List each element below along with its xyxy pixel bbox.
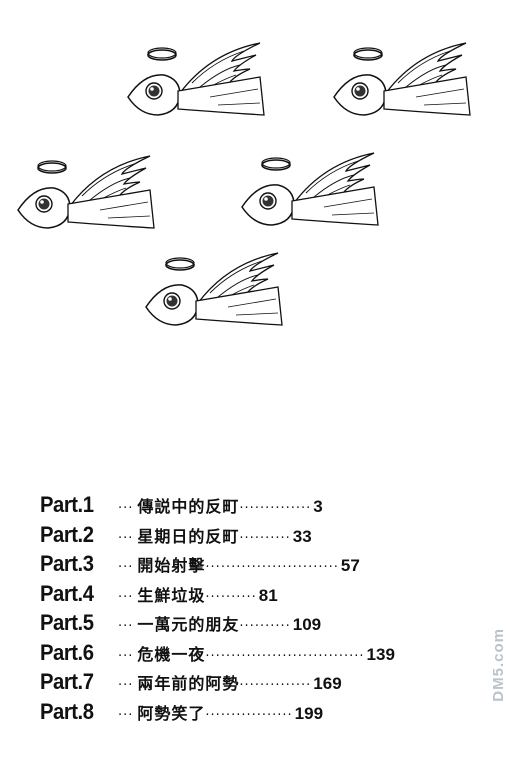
toc-chapter-title: 星期日的反町	[137, 526, 240, 546]
watermark-text: DM5.com	[490, 628, 507, 702]
watermark: DM5.com	[490, 628, 512, 748]
toc-page-number: 33	[292, 526, 312, 546]
toc-lead-dots: ···	[118, 678, 134, 693]
toc-leader-dots: ·······························	[205, 648, 365, 664]
toc-lead-dots: ···	[118, 707, 134, 723]
toc-lead-dots: ···	[118, 530, 134, 546]
toc-part-label: Part.1	[40, 492, 94, 517]
toc-lead-dots: ···	[118, 648, 134, 664]
toc-lead-dots: ···	[118, 501, 134, 516]
toc-entry: Part.1 ···傳説中的反町··············3	[40, 492, 500, 522]
toc-entry: Part.8 ···阿勢笑了·················199	[40, 699, 500, 729]
toc-entry: Part.6 ···危機一夜···························…	[40, 640, 500, 670]
toc-part-label: Part.3	[40, 551, 94, 576]
toc-entry: Part.2 ···星期日的反町··········33	[40, 522, 500, 552]
toc-page-number: 3	[313, 497, 323, 516]
toc-page-number: 81	[258, 585, 278, 605]
toc-entry: Part.4 ···生鮮垃圾··········81	[40, 581, 500, 611]
toc-leader-dots: ··············	[239, 678, 312, 693]
toc-lead-dots: ···	[118, 560, 134, 575]
toc-entry: Part.3 ···開始射擊··························5…	[40, 551, 500, 581]
toc-chapter-title: 開始射擊	[137, 556, 206, 575]
toc-leader-dots: ·················	[205, 707, 293, 723]
toc-lead-dots: ···	[118, 589, 134, 605]
toc-part-label: Part.2	[40, 521, 94, 547]
toc-page-number: 139	[366, 644, 395, 664]
toc-part-label: Part.5	[40, 610, 94, 635]
toc-chapter-title: 一萬元的朋友	[137, 615, 240, 634]
toc-leader-dots: ··············	[239, 501, 312, 516]
angel-fish-illustration	[17, 42, 471, 326]
toc-part-label: Part.7	[40, 669, 94, 694]
toc-page-number: 169	[313, 674, 342, 693]
toc-part-label: Part.8	[40, 698, 94, 724]
toc-leader-dots: ··························	[205, 560, 339, 575]
toc-part-label: Part.4	[40, 580, 94, 606]
toc-chapter-title: 危機一夜	[137, 644, 206, 664]
toc-page-number: 199	[294, 703, 324, 723]
toc-leader-dots: ··········	[205, 589, 257, 605]
toc-entry: Part.7 ···兩年前的阿勢··············169	[40, 669, 500, 699]
toc-chapter-title: 傳説中的反町	[137, 497, 240, 516]
toc-leader-dots: ··········	[239, 619, 291, 634]
toc-part-label: Part.6	[40, 639, 94, 665]
toc-chapter-title: 生鮮垃圾	[137, 585, 206, 605]
toc-page-number: 109	[292, 615, 322, 634]
toc-leader-dots: ··········	[239, 530, 291, 546]
toc-entry: Part.5 ···一萬元的朋友··········109	[40, 610, 500, 640]
toc-chapter-title: 兩年前的阿勢	[137, 674, 240, 693]
toc-lead-dots: ···	[118, 619, 134, 634]
toc-page-number: 57	[340, 556, 360, 575]
toc-chapter-title: 阿勢笑了	[137, 703, 206, 723]
